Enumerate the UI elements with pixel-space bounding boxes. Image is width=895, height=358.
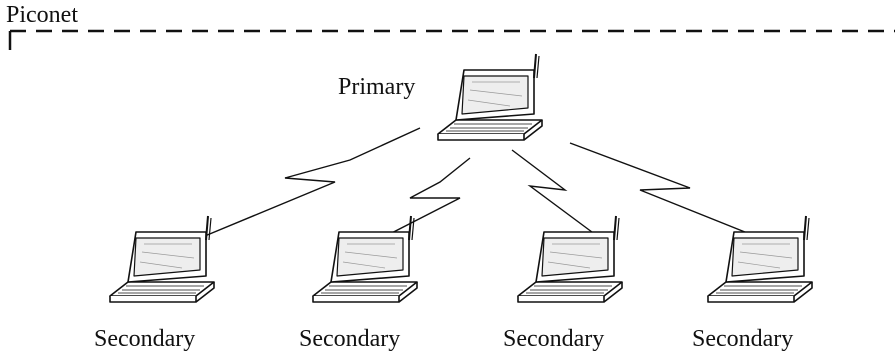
wireless-link-icon: [511, 149, 601, 239]
primary-laptop-icon: [437, 53, 543, 141]
secondary-label: Secondary: [692, 326, 794, 352]
wireless-link-icon: [199, 127, 421, 239]
piconet-boundary: [8, 29, 895, 50]
wireless-link-icon: [377, 157, 471, 241]
secondary-laptop-icon: [517, 215, 623, 303]
secondary-label: Secondary: [503, 326, 605, 352]
secondary-laptop-icon: [109, 215, 215, 303]
secondary-label: Secondary: [299, 326, 401, 352]
wireless-link-icon: [569, 142, 771, 243]
secondary-label: Secondary: [94, 326, 196, 352]
piconet-label: Piconet: [6, 2, 78, 28]
secondary-laptop-icon: [312, 215, 418, 303]
wireless-links: [199, 127, 771, 243]
primary-label: Primary: [338, 74, 416, 100]
secondary-laptop-icon: [707, 215, 813, 303]
